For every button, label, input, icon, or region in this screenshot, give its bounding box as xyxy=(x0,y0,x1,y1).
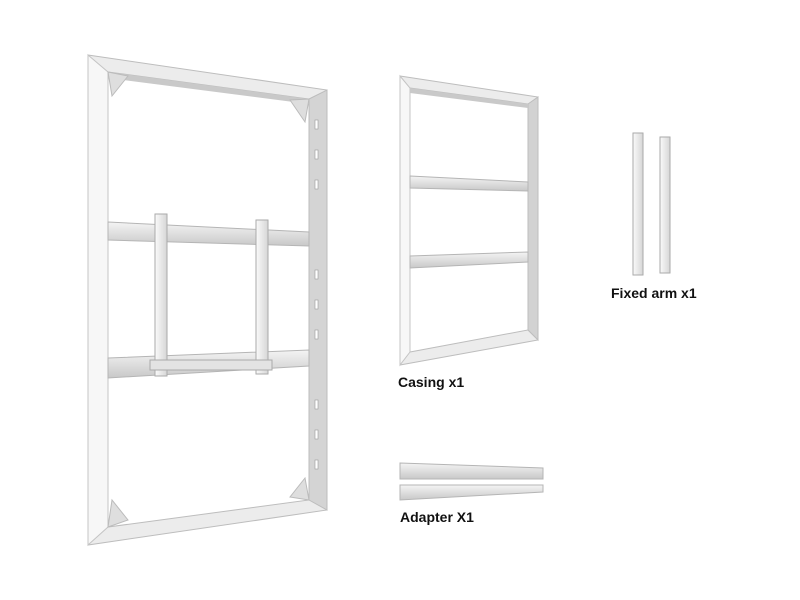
fixed-arms xyxy=(632,132,671,276)
casing-frame xyxy=(399,74,539,367)
fixed-arm-label: Fixed arm x1 xyxy=(611,285,697,301)
adapter-label: Adapter X1 xyxy=(400,509,474,525)
casing-label: Casing x1 xyxy=(398,374,465,390)
adapters xyxy=(399,462,544,501)
assembled-mount-frame xyxy=(87,53,328,547)
